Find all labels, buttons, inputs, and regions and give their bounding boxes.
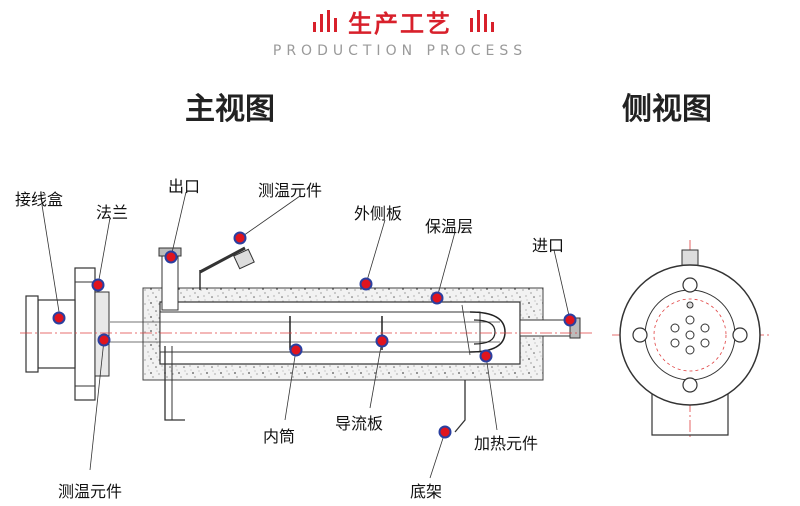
stand-right bbox=[454, 380, 466, 433]
label-junction-box: 接线盒 bbox=[15, 190, 64, 209]
label-stand: 底架 bbox=[410, 482, 443, 501]
label-baffle: 导流板 bbox=[335, 414, 384, 433]
marker-inner-tube bbox=[289, 343, 303, 357]
junction-box bbox=[37, 299, 76, 369]
side-inlet bbox=[681, 249, 699, 267]
label-flange: 法兰 bbox=[96, 203, 129, 222]
marker-stand bbox=[438, 425, 452, 439]
front-view-heading: 主视图 bbox=[185, 92, 275, 127]
label-insulation: 保温层 bbox=[425, 217, 474, 236]
page-subtitle: PRODUCTION PROCESS bbox=[272, 43, 528, 59]
marker-outer-plate bbox=[359, 277, 373, 291]
label-inlet: 进口 bbox=[532, 236, 565, 255]
header-right-bars bbox=[468, 10, 496, 32]
label-heating-element: 加热元件 bbox=[474, 434, 539, 453]
side-stand bbox=[651, 370, 729, 436]
marker-temp-bottom bbox=[97, 333, 111, 347]
header-left-bars bbox=[311, 10, 339, 32]
marker-temp-top bbox=[233, 231, 247, 245]
side-view-heading: 侧视图 bbox=[622, 92, 712, 127]
label-temp-element-top: 测温元件 bbox=[258, 181, 323, 200]
page-title: 生产工艺 bbox=[348, 10, 452, 38]
label-outlet: 出口 bbox=[168, 177, 201, 196]
marker-inlet bbox=[563, 313, 577, 327]
marker-baffle bbox=[375, 334, 389, 348]
inner-tube bbox=[159, 311, 481, 353]
marker-flange bbox=[91, 278, 105, 292]
marker-outlet bbox=[164, 250, 178, 264]
label-inner-tube: 内筒 bbox=[263, 427, 296, 446]
label-outer-plate: 外侧板 bbox=[354, 204, 403, 223]
marker-heating bbox=[479, 349, 493, 363]
stand-left bbox=[164, 346, 185, 421]
label-temp-element-bottom: 测温元件 bbox=[58, 482, 123, 501]
flange bbox=[74, 267, 96, 401]
marker-insulation bbox=[430, 291, 444, 305]
marker-junction-box bbox=[52, 311, 66, 325]
